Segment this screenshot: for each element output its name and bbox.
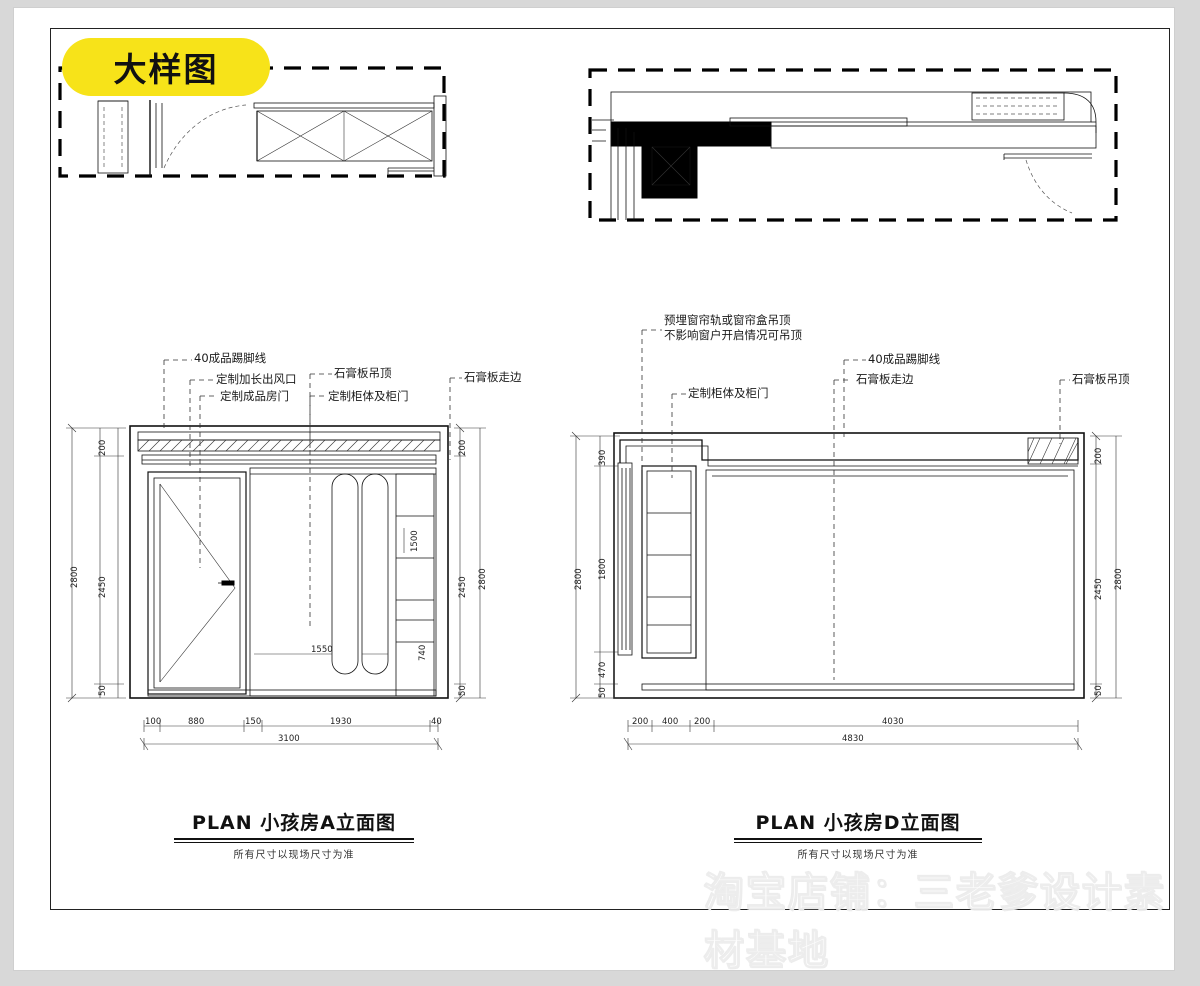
dim-chain-880: 880 — [188, 717, 205, 727]
dim-right-390: 390 — [598, 449, 608, 466]
detail-right — [588, 68, 1118, 222]
left-elevation-title: PLAN 小孩房A立面图 — [192, 812, 396, 834]
dim-right-right-2450: 2450 — [1094, 578, 1104, 600]
dim-interior-1550: 1550 — [311, 645, 333, 655]
annotation-curtain-track-line2: 不影响窗户开启情况可吊顶 — [664, 328, 802, 342]
left-elevation-title-block: PLAN 小孩房A立面图 所有尺寸以现场尺寸为准 — [174, 808, 414, 861]
dim-right-470: 470 — [598, 661, 608, 678]
title-rule-right — [734, 838, 982, 840]
annotation-skirting-right: 40成品踢脚线 — [868, 352, 941, 366]
left-elevation-subtitle: 所有尺寸以现场尺寸为准 — [233, 850, 355, 861]
annotation-room-door-left: 定制成品房门 — [220, 389, 289, 403]
dim-chain-r-400: 400 — [662, 717, 679, 727]
dim-interior-740: 740 — [418, 644, 428, 661]
dim-right-right-50: 50 — [1094, 685, 1104, 696]
dim-left-50: 50 — [98, 685, 108, 696]
dim-left-right-200: 200 — [458, 439, 468, 456]
detail-drawing-badge: 大样图 — [62, 38, 270, 96]
dim-chain-100: 100 — [145, 717, 162, 727]
right-elevation-title-block: PLAN 小孩房D立面图 所有尺寸以现场尺寸为准 — [734, 808, 982, 861]
annotation-cabinet-left: 定制柜体及柜门 — [328, 389, 409, 403]
dim-chain-r-200b: 200 — [694, 717, 711, 727]
dim-chain-r-4030: 4030 — [882, 717, 904, 727]
cad-linework — [58, 66, 1122, 751]
dim-chain-r-200: 200 — [632, 717, 649, 727]
detail-left — [58, 66, 447, 178]
dim-total-3100: 3100 — [278, 734, 300, 744]
sheet-border — [50, 28, 1170, 910]
drawing-sheet: 大样图 40成品踢脚线 定制加长出风口 定制成品房门 石膏板吊顶 定制柜体及柜门… — [14, 8, 1174, 975]
dim-chain-1930: 1930 — [330, 717, 352, 727]
dim-total-4830: 4830 — [842, 734, 864, 744]
annotation-air-outlet-left: 定制加长出风口 — [216, 372, 297, 386]
dim-right-1800: 1800 — [598, 558, 608, 580]
right-elevation-title: PLAN 小孩房D立面图 — [755, 812, 961, 834]
dim-interior-1500: 1500 — [410, 530, 420, 552]
annotation-gypsum-ceiling-left: 石膏板吊顶 — [334, 366, 392, 380]
annotation-gypsum-edge-right: 石膏板走边 — [856, 372, 914, 386]
annotation-skirting-left: 40成品踢脚线 — [194, 351, 267, 365]
title-rule — [174, 838, 414, 840]
dim-left-right-50: 50 — [458, 685, 468, 696]
dim-chain-150: 150 — [245, 717, 262, 727]
annotation-cabinet-right: 定制柜体及柜门 — [688, 386, 769, 400]
title-rule-right-2 — [734, 842, 982, 843]
dim-left-right-2800: 2800 — [478, 568, 488, 590]
dim-left-2450: 2450 — [98, 576, 108, 598]
dim-chain-40: 40 — [431, 717, 442, 727]
annotation-curtain-track-line1: 预埋窗帘轨或窗帘盒吊顶 — [664, 313, 791, 327]
dim-left-right-2450: 2450 — [458, 576, 468, 598]
dim-right-2800: 2800 — [574, 568, 584, 590]
dim-right-right-200: 200 — [1094, 447, 1104, 464]
dim-right-right-2800: 2800 — [1114, 568, 1124, 590]
dim-left-2800: 2800 — [70, 566, 80, 588]
annotation-gypsum-ceiling-right: 石膏板吊顶 — [1072, 372, 1130, 386]
title-rule-2 — [174, 842, 414, 843]
dim-left-200: 200 — [98, 439, 108, 456]
elevation-left — [66, 359, 486, 751]
watermark: 淘宝店铺：三老爹设计素材基地 — [704, 870, 1166, 975]
badge-label: 大样图 — [113, 50, 219, 89]
annotation-gypsum-edge-left: 石膏板走边 — [464, 370, 522, 384]
right-elevation-subtitle: 所有尺寸以现场尺寸为准 — [797, 850, 919, 861]
dim-right-50: 50 — [598, 687, 608, 698]
elevation-right — [570, 329, 1122, 751]
